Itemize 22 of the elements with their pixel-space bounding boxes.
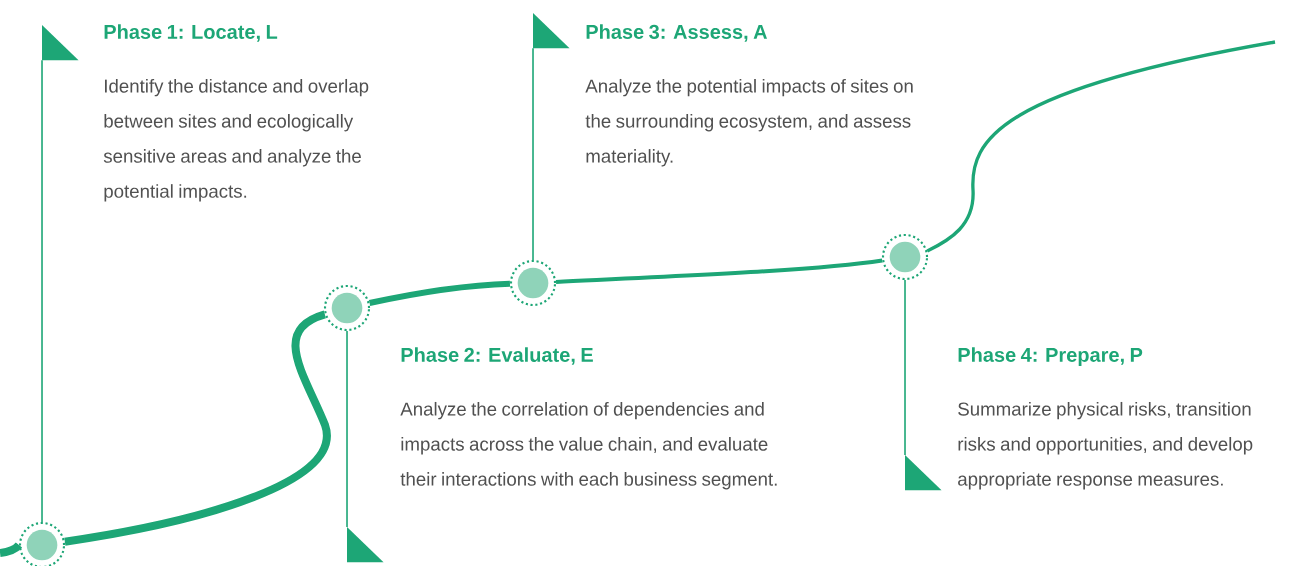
flag <box>533 13 570 49</box>
milestone-circle <box>881 233 929 281</box>
phase-heading: Phase 1: Locate, L <box>104 24 278 42</box>
flag-pole <box>532 47 534 261</box>
flag <box>347 527 384 563</box>
phase-description: Summarize physical risks, transition risks and opportunities, and develop appropriate response measures. <box>958 401 1253 490</box>
phase-description: Analyze the potential impacts of sites on the surrounding ecosystem, and assess materiality. <box>585 78 913 167</box>
flag <box>42 25 79 61</box>
phase-heading: Phase 3: Assess, A <box>586 24 767 42</box>
flag-pole <box>346 330 348 528</box>
phase-description: Identify the distance and overlap between sites and ecologically sensitive areas and analyze the potential impacts. <box>103 78 369 202</box>
timeline-curve <box>555 258 883 284</box>
phase-heading: Phase 2: Evaluate, E <box>401 347 593 365</box>
phase-heading: Phase 4: Prepare, P <box>958 347 1143 366</box>
flag <box>905 455 942 491</box>
flag-pole <box>904 279 906 456</box>
milestone-circle <box>323 284 371 332</box>
phase-description: Analyze the correlation of dependencies and impacts across the value chain, and evaluate their interactions with each business segment. <box>400 401 777 490</box>
flag-pole <box>41 59 43 523</box>
milestone-circle <box>18 521 66 566</box>
timeline-curve <box>368 280 511 306</box>
milestone-circle <box>509 259 557 307</box>
